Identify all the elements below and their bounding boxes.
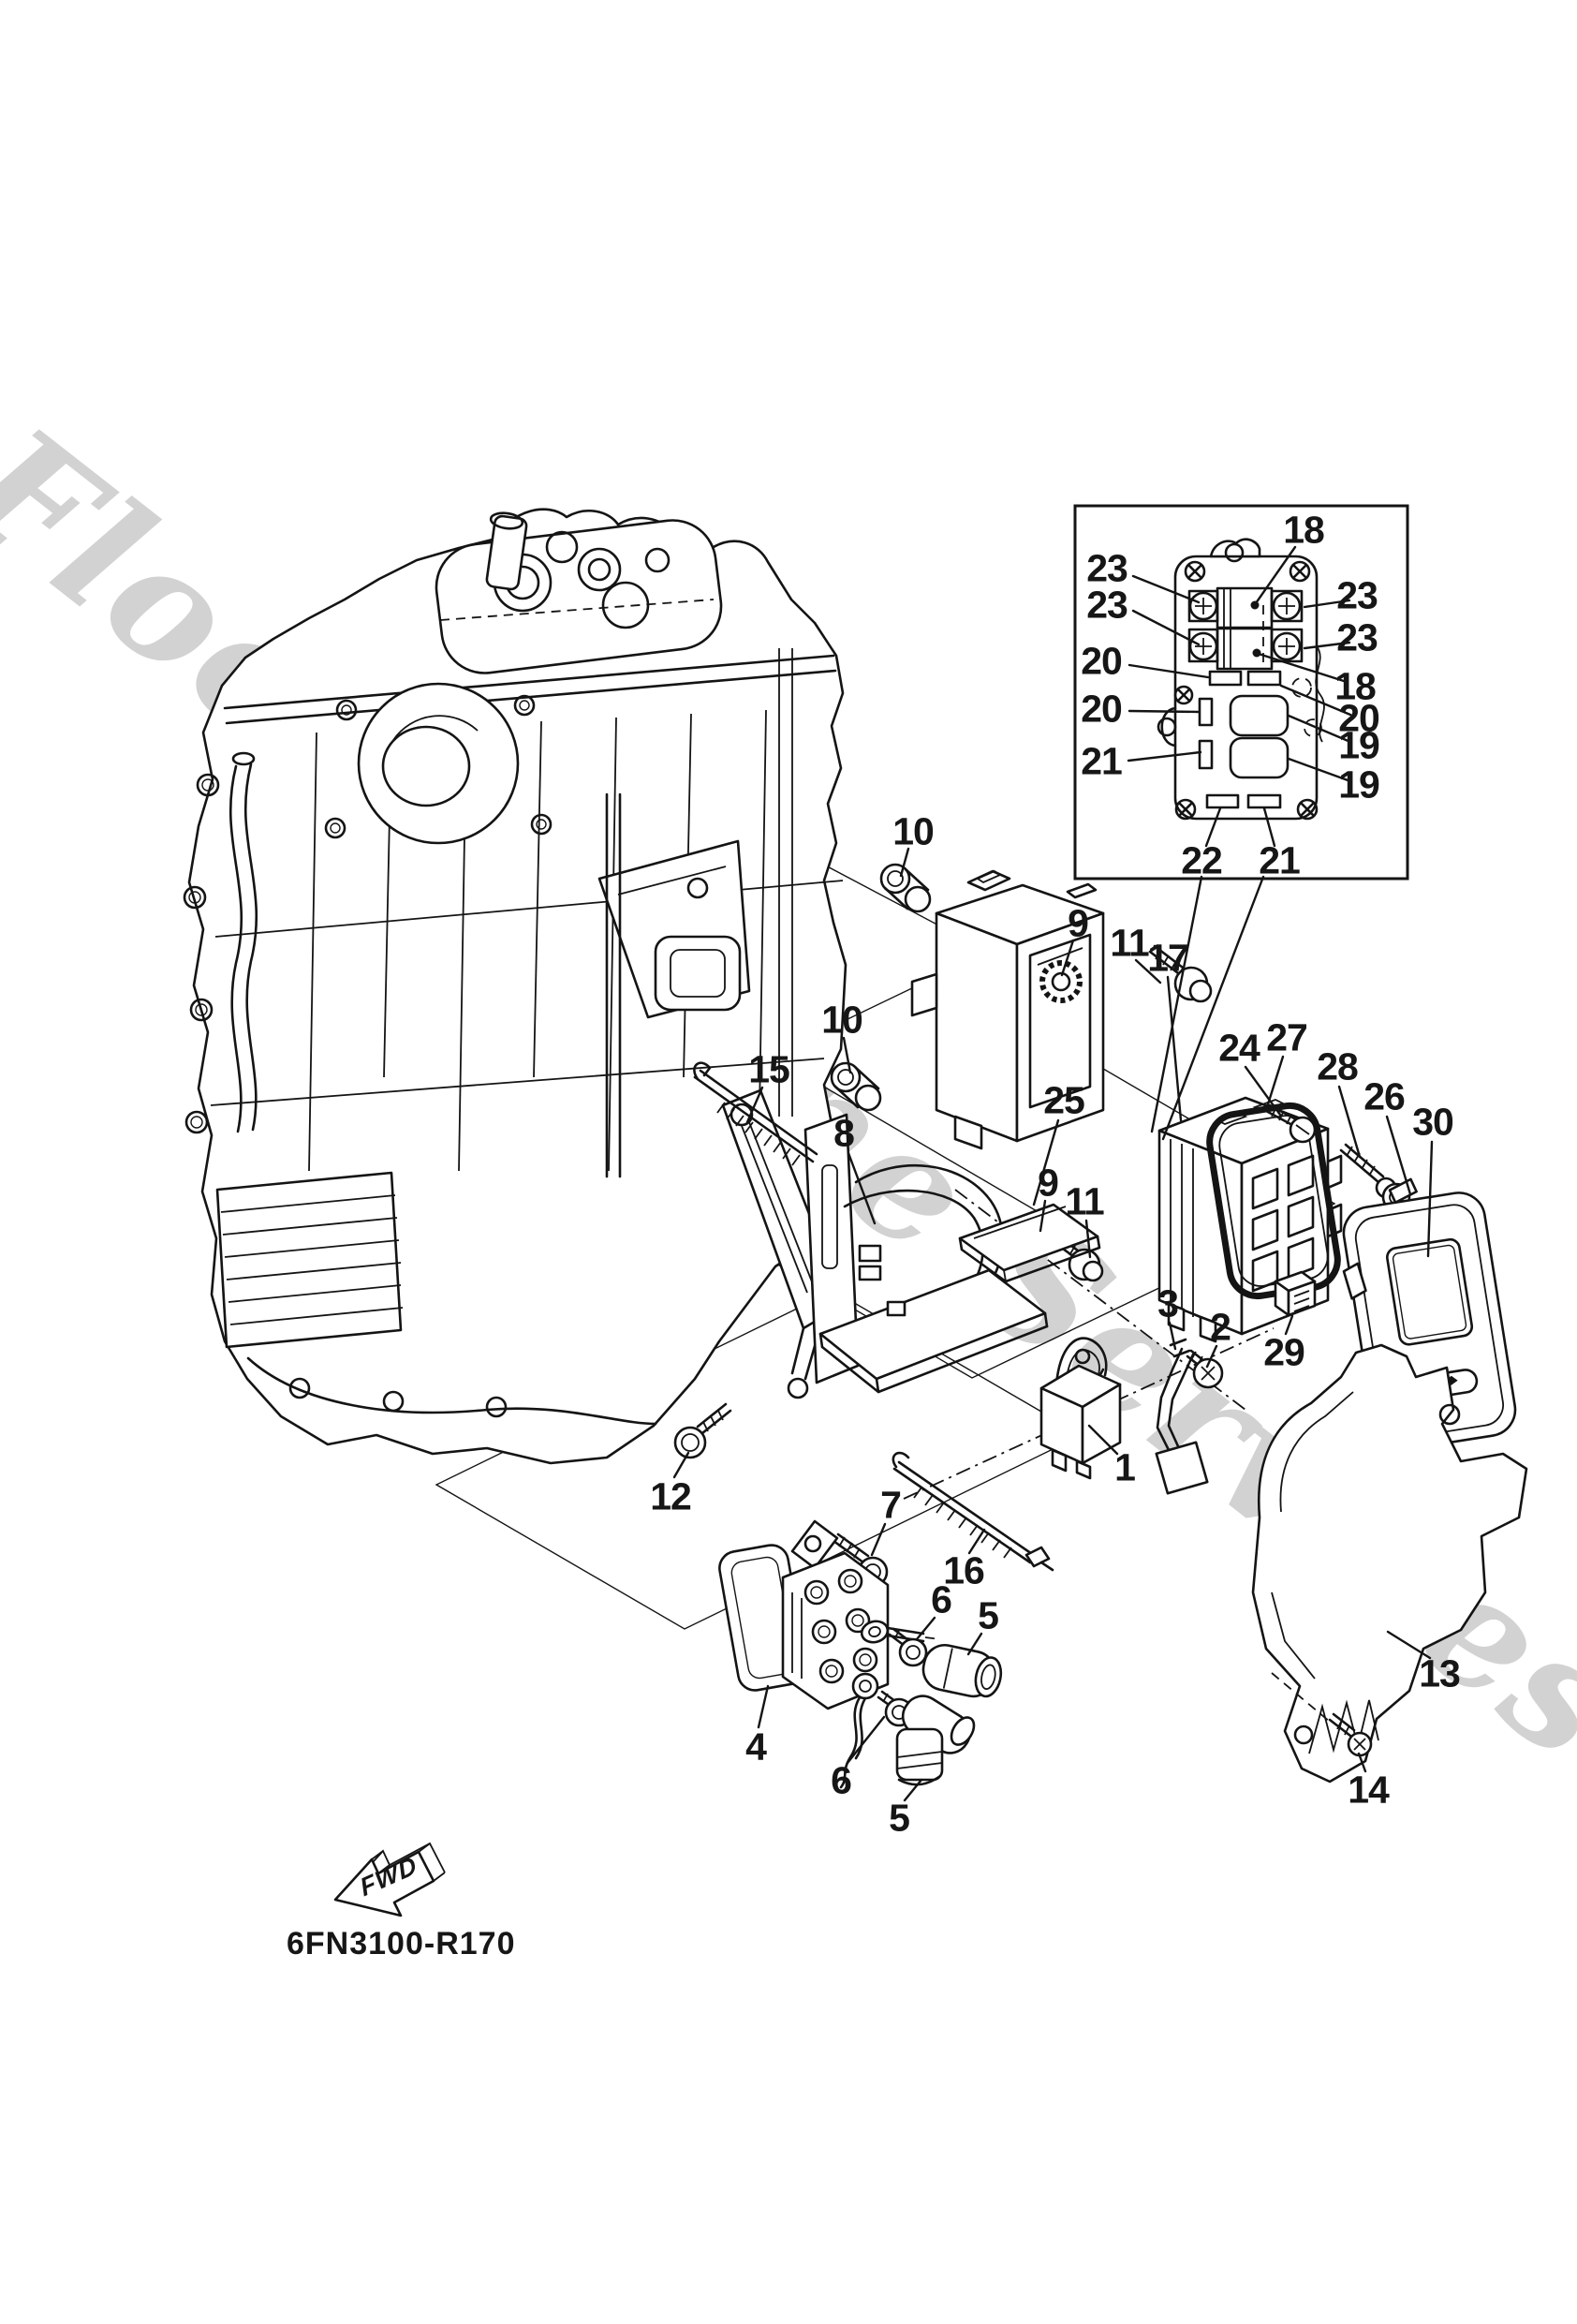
callout-29: 29 bbox=[1263, 1330, 1305, 1374]
callout-13: 13 bbox=[1419, 1651, 1461, 1695]
callout-15: 15 bbox=[748, 1047, 790, 1091]
callout-20: 20 bbox=[1081, 639, 1123, 683]
callout-6: 6 bbox=[931, 1577, 952, 1621]
collar-10b bbox=[830, 1061, 882, 1112]
callout-21: 21 bbox=[1081, 739, 1123, 783]
connector-29 bbox=[1274, 1270, 1317, 1317]
callout-25: 25 bbox=[1043, 1078, 1085, 1122]
inset-fuse-plate bbox=[1157, 538, 1325, 821]
callout-11: 11 bbox=[1065, 1179, 1104, 1223]
callout-17: 17 bbox=[1147, 936, 1189, 980]
callout-5: 5 bbox=[889, 1796, 910, 1840]
collar-10a bbox=[879, 863, 932, 913]
callout-21: 21 bbox=[1259, 838, 1301, 882]
callout-8: 8 bbox=[833, 1111, 855, 1155]
callout-24: 24 bbox=[1218, 1026, 1260, 1070]
grommet-9a bbox=[1039, 960, 1083, 1003]
plate-25 bbox=[958, 1203, 1101, 1283]
ecu-bracket bbox=[721, 1088, 1049, 1399]
callout-26: 26 bbox=[1363, 1074, 1406, 1118]
bolt-6a bbox=[888, 1627, 928, 1667]
callout-2: 2 bbox=[1210, 1305, 1231, 1349]
callout-19: 19 bbox=[1338, 762, 1380, 807]
bracket-panel-13 bbox=[1251, 1343, 1528, 1784]
relay-1 bbox=[1039, 1337, 1122, 1480]
callout-3: 3 bbox=[1157, 1281, 1179, 1325]
fuse-box bbox=[1157, 1096, 1343, 1343]
callout-23: 23 bbox=[1086, 583, 1128, 627]
callout-9: 9 bbox=[1038, 1161, 1059, 1205]
callout-22: 22 bbox=[1181, 838, 1223, 882]
cable-tie-15 bbox=[693, 1061, 818, 1166]
engine-block bbox=[183, 508, 847, 1465]
callout-10: 10 bbox=[821, 998, 863, 1042]
callout-23: 23 bbox=[1336, 615, 1378, 659]
callout-18: 18 bbox=[1334, 664, 1377, 708]
callout-30: 30 bbox=[1412, 1100, 1454, 1144]
callout-1: 1 bbox=[1114, 1445, 1136, 1489]
callout-19: 19 bbox=[1338, 723, 1380, 767]
callout-27: 27 bbox=[1266, 1015, 1308, 1059]
rectifier-4 bbox=[718, 1519, 890, 1710]
callout-18: 18 bbox=[1283, 508, 1325, 552]
callout-4: 4 bbox=[745, 1724, 767, 1769]
leader-lines bbox=[672, 545, 1434, 1802]
bolt-12 bbox=[673, 1402, 732, 1459]
callout-16: 16 bbox=[943, 1548, 985, 1592]
cable-tie-16 bbox=[892, 1451, 1054, 1572]
boot-5a bbox=[921, 1644, 1003, 1698]
callout-20: 20 bbox=[1338, 696, 1380, 740]
callout-14: 14 bbox=[1348, 1768, 1390, 1812]
callout-28: 28 bbox=[1317, 1044, 1359, 1088]
callout-10: 10 bbox=[892, 809, 935, 853]
fwd-arrow-icon bbox=[333, 1842, 446, 1917]
drawing-number: 6FN3100-R170 bbox=[287, 1926, 516, 1961]
callout-5: 5 bbox=[978, 1593, 999, 1637]
callout-9: 9 bbox=[1068, 901, 1089, 945]
callout-6: 6 bbox=[831, 1758, 852, 1802]
callout-20: 20 bbox=[1081, 687, 1123, 731]
bracket-3 bbox=[1155, 1338, 1209, 1495]
callout-23: 23 bbox=[1086, 546, 1128, 590]
terminal-washers bbox=[839, 1620, 941, 1789]
callout-11: 11 bbox=[1110, 921, 1149, 965]
callout-23: 23 bbox=[1336, 573, 1378, 617]
callout-12: 12 bbox=[650, 1474, 692, 1518]
ecu-module bbox=[910, 869, 1105, 1150]
callout-7: 7 bbox=[880, 1483, 902, 1527]
screw-2 bbox=[1186, 1349, 1224, 1389]
boot-5b bbox=[895, 1695, 976, 1786]
screw-14 bbox=[1328, 1712, 1373, 1757]
